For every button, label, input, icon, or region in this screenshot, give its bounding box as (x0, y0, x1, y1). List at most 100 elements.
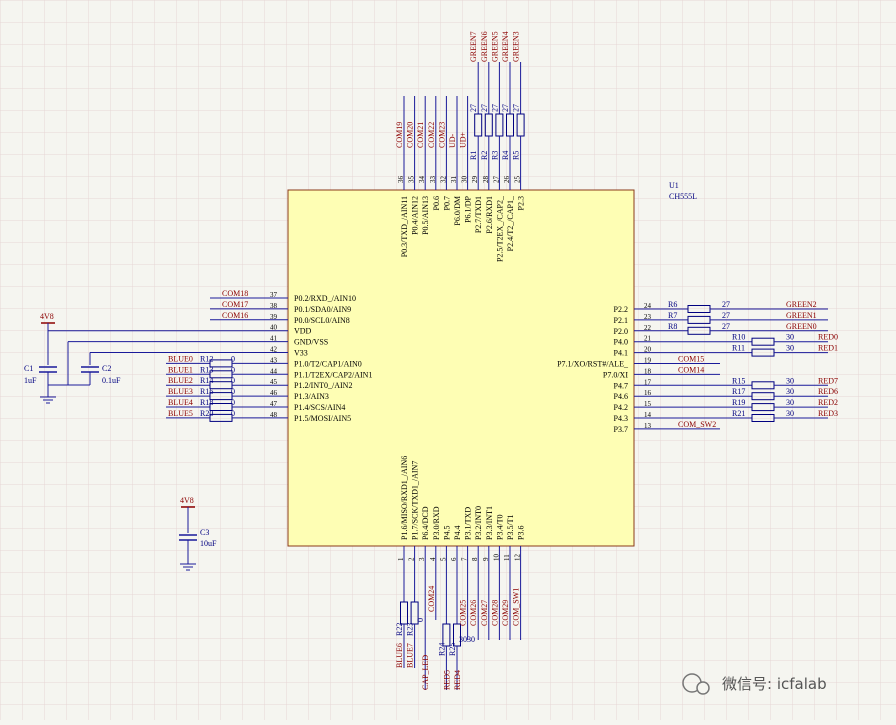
right-resistor-ref: R11 (732, 344, 745, 353)
top-pin-name: P0.6 (432, 196, 441, 210)
right-resistor-value: 27 (722, 322, 730, 331)
top-resistor-ref: R5 (512, 151, 521, 160)
r24-ref: R24 (437, 643, 446, 656)
right-net-label: COM_SW2 (678, 420, 716, 429)
blue-net-label: BLUE1 (168, 365, 193, 374)
left-resistor-ref: R20 (200, 409, 213, 418)
left-pin-number: 41 (270, 335, 278, 343)
top-net-label: GREEN5 (490, 31, 499, 62)
top-resistor-value: 27 (490, 104, 499, 112)
right-pin-number: 13 (644, 422, 652, 430)
top-pin-name: P2.3 (517, 196, 526, 210)
bottom-net-label: COM26 (469, 600, 478, 626)
top-pin-name: P0.4/AIN12 (411, 196, 420, 235)
left-pin-number: 39 (270, 313, 278, 321)
watermark-text: 微信号: icfalab (722, 675, 827, 693)
right-pin-name: P4.1 (614, 349, 628, 358)
right-pin-name: P4.6 (614, 392, 628, 401)
chip-ref: U1 (669, 181, 679, 190)
right-net-label: RED1 (818, 344, 838, 353)
right-net-label: COM15 (678, 355, 704, 364)
left-pin-name: P0.1/SDA0/AIN9 (294, 305, 351, 314)
right-resistor-value: 27 (722, 311, 730, 320)
top-pin-name: P6.1/DP (464, 195, 473, 222)
left-net-label: COM17 (222, 300, 248, 309)
left-pin-name: P1.4/SCS/AIN4 (294, 403, 345, 412)
right-resistor-ref: R17 (732, 387, 745, 396)
right-net-label: RED7 (818, 376, 838, 385)
c2-ref: C2 (102, 364, 111, 373)
right-pin-number: 15 (644, 400, 652, 408)
left-pin-number: 37 (270, 291, 278, 299)
right-pin-number: 21 (644, 335, 652, 343)
top-pin-number: 30 (461, 176, 469, 184)
left-resistor-ref: R16 (200, 387, 213, 396)
bottom-pin-name: P6.4/DCD (421, 506, 430, 540)
top-net-label: GREEN4 (501, 31, 510, 62)
bottom-net-label: COM_SW1 (512, 588, 521, 626)
blue-net-label: BLUE0 (168, 354, 193, 363)
top-pin-number: 35 (408, 176, 416, 184)
right-net-label: RED6 (818, 387, 838, 396)
left-resistor-ref: R18 (200, 398, 213, 407)
top-pin-number: 26 (503, 176, 511, 184)
left-pin-number: 43 (270, 356, 278, 364)
top-net-label: GREEN3 (512, 31, 521, 62)
right-resistor-value: 27 (722, 300, 730, 309)
bottom-pin-number: 9 (482, 557, 490, 561)
right-pin-number: 23 (644, 313, 652, 321)
right-pin-number: 20 (644, 346, 652, 354)
top-pin-number: 29 (471, 176, 479, 184)
top-pin-number: 27 (492, 176, 500, 184)
left-resistor-ref: R13 (200, 365, 213, 374)
bottom-net-label: COM27 (480, 600, 489, 626)
left-resistor-value: 0 (231, 409, 235, 418)
power-label-c3: 4V8 (180, 496, 194, 505)
left-resistor-ref: R14 (200, 376, 213, 385)
right-net-label: RED0 (818, 333, 838, 342)
right-pin-name: P2.0 (614, 327, 628, 336)
left-pin-name: P0.2/RXD_/AIN10 (294, 294, 356, 303)
bottom-pin-number: 4 (429, 557, 437, 561)
left-pin-name: P0.0/SCL0/AIN8 (294, 316, 350, 325)
left-pin-number: 42 (270, 346, 278, 354)
top-resistor-ref: R3 (490, 151, 499, 160)
right-net-label: GREEN1 (786, 311, 817, 320)
bottom-pin-number: 2 (408, 557, 416, 561)
top-net-label: GREEN7 (469, 31, 478, 62)
red4-label: RED4 (453, 670, 462, 690)
top-resistor-value: 27 (512, 104, 521, 112)
top-resistor-ref: R2 (480, 151, 489, 160)
left-pin-name: P1.1/T2EX/CAP2/AIN1 (294, 370, 372, 379)
r24-r25-value: 3030 (459, 635, 475, 644)
left-net-label: COM16 (222, 311, 248, 320)
chip-part: CH555L (669, 192, 697, 201)
left-resistor-value: 0 (231, 365, 235, 374)
left-pin-number: 47 (270, 400, 278, 408)
top-pin-number: 36 (397, 176, 405, 184)
right-resistor-ref: R21 (732, 409, 745, 418)
blue7-label: BLUE7 (406, 643, 415, 668)
top-net-label: COM22 (427, 122, 436, 148)
right-pin-name: P2.2 (614, 305, 628, 314)
cap-led-label: CAP_LED (421, 655, 430, 690)
watermark: 微信号: icfalab (682, 673, 827, 695)
top-pin-number: 32 (439, 176, 447, 184)
right-resistor-value: 30 (786, 376, 794, 385)
right-resistor-ref: R7 (668, 311, 677, 320)
right-resistor-ref: R6 (668, 300, 677, 309)
left-pin-number: 38 (270, 302, 278, 310)
top-net-label: UD+ (459, 131, 468, 148)
blue6-label: BLUE6 (395, 643, 404, 668)
right-net-label: COM14 (678, 365, 704, 374)
bottom-pin-name: P3.1/TXD (464, 507, 473, 540)
right-pin-name: P3.7 (614, 425, 628, 434)
top-net-label: COM23 (437, 122, 446, 148)
right-net-label: GREEN2 (786, 300, 817, 309)
right-resistor-value: 30 (786, 344, 794, 353)
left-resistor-value: 0 (231, 354, 235, 363)
bottom-pin-name: P3.0/RXD (432, 506, 441, 540)
right-resistor-value: 30 (786, 398, 794, 407)
